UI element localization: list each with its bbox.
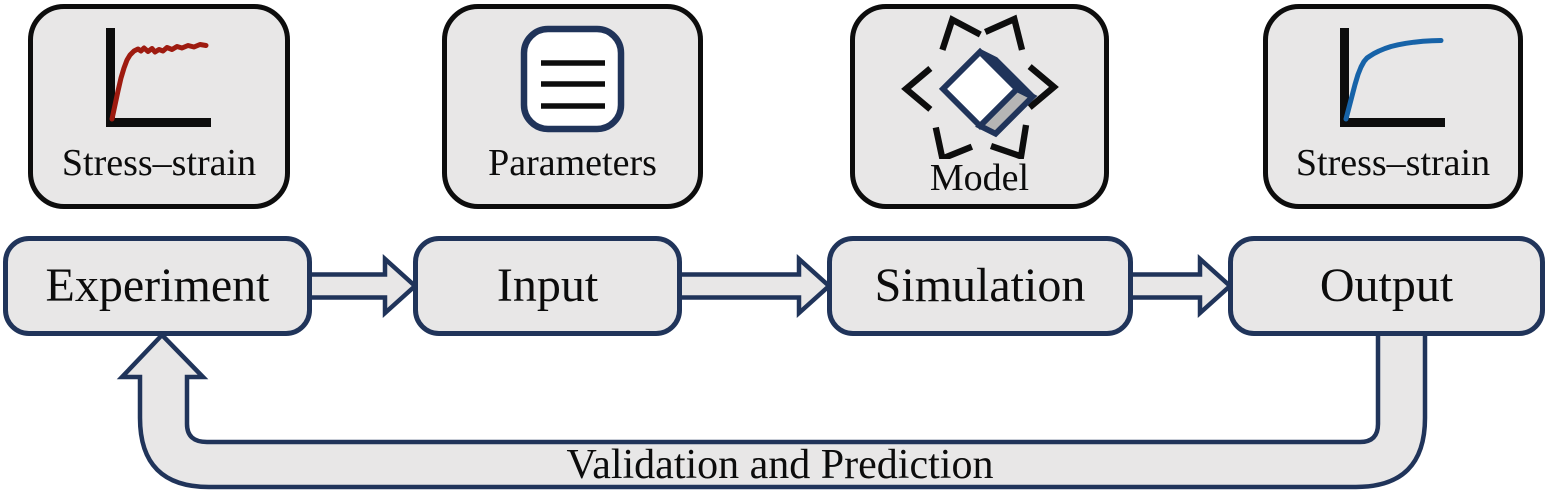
icon-card-output-data: Stress–strain xyxy=(1263,4,1523,209)
cube-model-icon xyxy=(855,9,1104,159)
feedback-loop-label: Validation and Prediction xyxy=(566,442,994,488)
icon-card-label: Stress–strain xyxy=(61,142,257,184)
flow-box-output: Output xyxy=(1228,236,1545,336)
stress-strain-chart-red-icon xyxy=(33,9,285,144)
parameters-list-icon xyxy=(447,9,698,144)
feedback-arrow xyxy=(116,329,1428,490)
icon-card-label: Stress–strain xyxy=(1295,142,1491,184)
flow-arrow-1 xyxy=(305,253,419,319)
flow-box-label: Simulation xyxy=(874,259,1086,312)
flow-box-simulation: Simulation xyxy=(827,236,1133,336)
icon-card-label: Model xyxy=(929,157,1030,199)
flow-box-experiment: Experiment xyxy=(3,236,312,336)
icon-card-experiment-data: Stress–strain xyxy=(28,4,290,209)
icon-card-parameters: Parameters xyxy=(442,4,703,209)
icon-card-label: Parameters xyxy=(488,142,657,184)
flow-box-label: Experiment xyxy=(45,259,270,312)
flow-arrow-3 xyxy=(1126,253,1234,319)
icon-card-model: Model xyxy=(850,4,1109,209)
stress-strain-chart-blue-icon xyxy=(1268,9,1518,144)
flow-box-label: Output xyxy=(1319,259,1454,312)
flow-box-input: Input xyxy=(413,236,682,336)
flow-box-label: Input xyxy=(496,259,599,312)
flow-arrow-2 xyxy=(675,253,833,319)
